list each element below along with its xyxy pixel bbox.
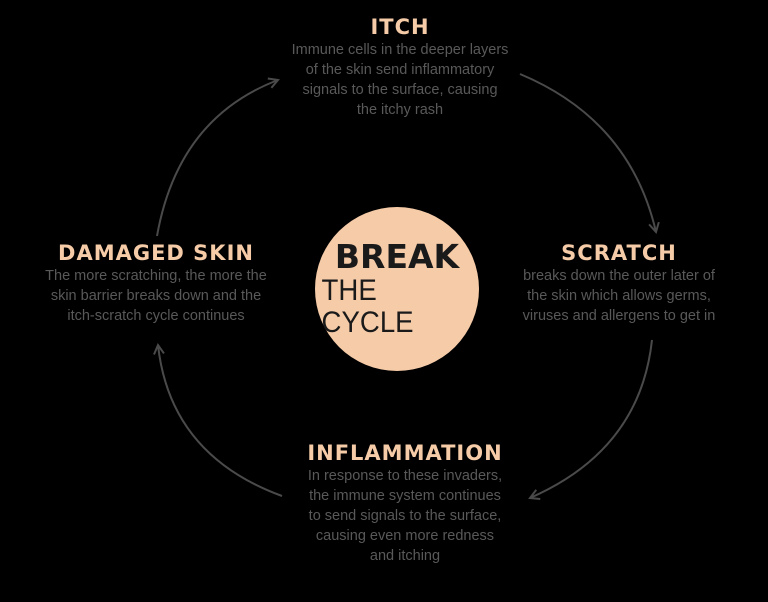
node-inflammation-line: and itching [369, 548, 441, 564]
node-inflammation: INFLAMMATION In response to these invade… [260, 440, 550, 566]
node-itch-line: signals to the surface, causing [302, 82, 498, 98]
node-scratch: SCRATCH breaks down the outer later of t… [496, 240, 742, 326]
node-damaged-skin-title: DAMAGED SKIN [58, 241, 254, 265]
break-the-cycle-circle: BREAK THE CYCLE [315, 207, 479, 371]
node-itch-title: ITCH [370, 15, 430, 39]
node-inflammation-title: INFLAMMATION [307, 441, 503, 465]
center-line-2: THE CYCLE [321, 274, 414, 339]
node-itch: ITCH Immune cells in the deeper layers o… [259, 14, 541, 120]
node-damaged-skin: DAMAGED SKIN The more scratching, the mo… [14, 240, 298, 326]
node-damaged-skin-line: itch-scratch cycle continues [67, 308, 245, 324]
node-scratch-line: breaks down the outer later of [523, 268, 715, 284]
node-inflammation-line: to send signals to the surface, [308, 508, 502, 524]
node-inflammation-line: In response to these invaders, [307, 468, 503, 484]
node-scratch-line: the skin which allows germs, [527, 288, 711, 304]
node-itch-line: the itchy rash [356, 102, 444, 118]
arrow-itch-to-scratch [519, 73, 656, 232]
node-damaged-skin-line: The more scratching, the more the [45, 268, 267, 284]
node-inflammation-line: the immune system continues [309, 488, 501, 504]
node-damaged-skin-line: skin barrier breaks down and the [50, 288, 262, 304]
node-itch-line: Immune cells in the deeper layers [291, 42, 509, 58]
node-scratch-title: SCRATCH [561, 241, 677, 265]
arrow-damaged-to-itch [156, 80, 278, 237]
node-inflammation-line: causing even more redness [315, 528, 495, 544]
arrow-scratch-to-inflammation [530, 339, 653, 498]
center-line-1: BREAK [334, 237, 460, 276]
arrow-inflammation-to-damaged [158, 345, 283, 497]
node-scratch-line: viruses and allergens to get in [522, 308, 716, 324]
node-itch-line: of the skin send inflammatory [305, 62, 495, 78]
